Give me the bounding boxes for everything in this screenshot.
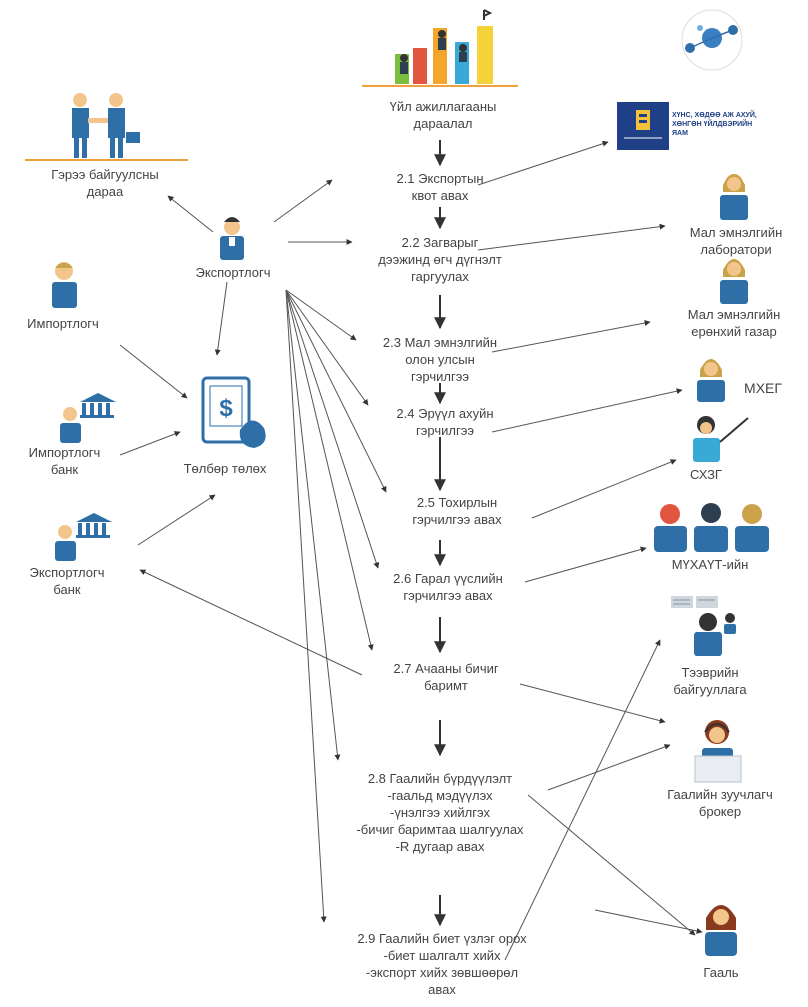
skhzg-presenter-icon — [693, 416, 749, 462]
step-2-9-label: 2.9 Гаалийн биет үзлэг орох -биет шалгал… — [357, 931, 527, 997]
exporter-bank-icon — [55, 513, 112, 561]
step-header-label: Үйл ажиллагааны дараалал — [389, 99, 497, 131]
svg-text:$: $ — [219, 395, 233, 422]
customs-label: Гааль — [703, 965, 739, 980]
step-2-5-label: 2.5 Тохирлын гэрчилгээ авах — [412, 495, 502, 527]
customs-officer-icon — [705, 905, 737, 956]
exporter-person-icon — [220, 217, 244, 260]
contract-label: Гэрээ байгуулсны дараа — [51, 167, 159, 199]
vet-dept-person-icon — [720, 259, 748, 304]
step-2-2-label: 2.2 Загварыг дээжинд өгч дүгнэлт гаргуул… — [378, 235, 502, 284]
broker-icon — [694, 720, 742, 783]
step-2-4-label: 2.4 Эрүүл ахуйн гэрчилгээ — [396, 406, 494, 438]
step-2-3-label: 2.3 Мал эмнэлгийн олон улсын гэрчилгээ — [382, 335, 498, 384]
step-2-1-label: 2.1 Экспортын квот авах — [396, 171, 484, 203]
payment-label: Төлбөр төлөх — [183, 461, 267, 476]
mheg-person-icon — [697, 359, 725, 402]
exporter-label: Экспортлогч — [195, 265, 271, 280]
ministry-label: ХҮНС, ХӨДӨӨ АЖ АХУЙ, ХӨНГӨН ҮЙЛДВЭРИЙН Я… — [672, 112, 757, 137]
payment-icon: $ — [201, 376, 266, 448]
handshake-icon — [25, 93, 188, 161]
globe-network-icon — [681, 9, 743, 71]
lab-person-icon — [720, 174, 748, 220]
exporter-bank-label: Экспортлогч банк — [29, 565, 105, 597]
skhzg-label: СХЗГ — [690, 467, 722, 482]
importer-person-icon — [52, 262, 77, 308]
lab-label: Мал эмнэлгийн лаборатори — [689, 225, 783, 257]
transport-org-icon — [671, 596, 736, 656]
connection-arrows — [119, 140, 703, 961]
broker-label: Гаалийн зуучлагч брокер — [667, 787, 773, 819]
transport-label: Тээврийн байгууллага — [673, 665, 747, 697]
chamber-group-icon — [654, 503, 769, 552]
vet-dept-label: Мал эмнэлгийн ерөнхий газар — [687, 307, 781, 339]
importer-label: Импортлогч — [27, 316, 99, 331]
importer-bank-icon — [60, 393, 116, 443]
step-2-8-label: 2.8 Гаалийн бүрдүүлэлт -гаальд мэдүүлэх … — [356, 771, 524, 854]
step-2-6-label: 2.6 Гарал үүслийн гэрчилгээ авах — [393, 571, 503, 603]
growth-chart-icon — [362, 9, 518, 87]
chamber-label: МҮХАҮТ-ийн — [671, 557, 749, 572]
ministry-logo-icon — [617, 102, 669, 150]
mheg-label: МХЕГ — [744, 380, 782, 396]
step-2-7-label: 2.7 Ачааны бичиг баримт — [393, 661, 499, 693]
importer-bank-label: Импортлогч банк — [28, 445, 101, 477]
